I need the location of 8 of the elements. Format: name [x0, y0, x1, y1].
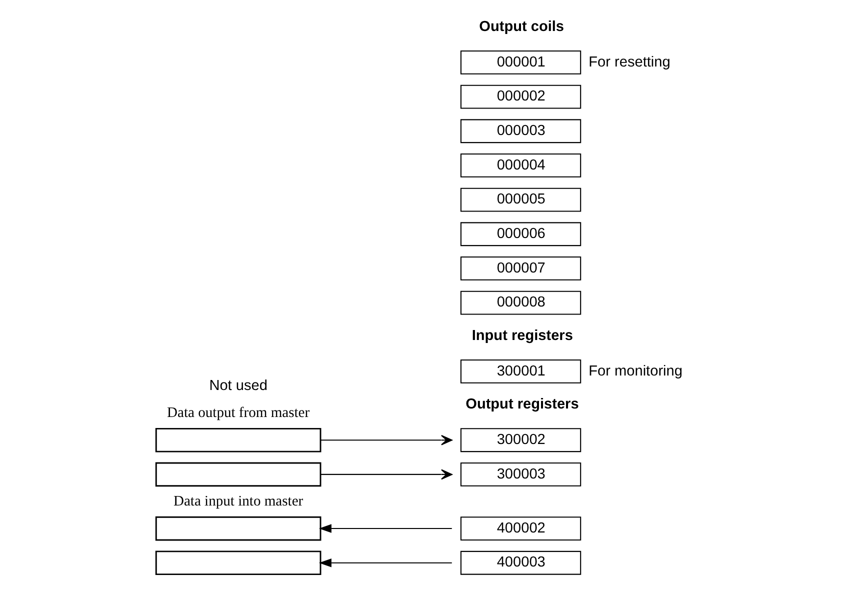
label: Input registers: [471, 328, 572, 344]
label: Data output from master: [166, 404, 310, 421]
node-label: For monitoring: [588, 363, 682, 380]
label: Output coils: [478, 18, 564, 35]
label: Data input into master: [172, 493, 303, 510]
label: Output registers: [465, 396, 578, 413]
label: Not used: [208, 378, 267, 394]
node-label: For resetting: [588, 54, 670, 70]
